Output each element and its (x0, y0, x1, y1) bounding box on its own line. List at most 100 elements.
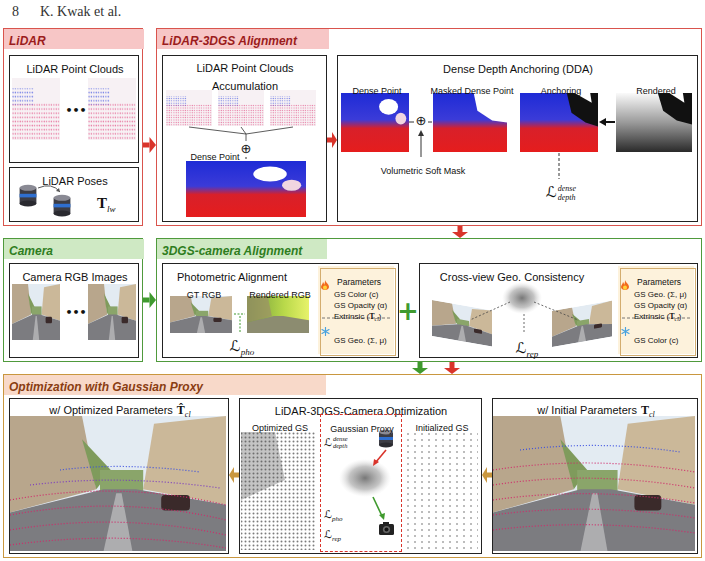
label-text: Extrinsic ( (634, 312, 669, 321)
label-text: Parameters (337, 277, 381, 287)
text-line: w/ Initial ParametersTcl (537, 400, 654, 419)
lidar-scan-images (88, 78, 136, 140)
dda-images (341, 93, 692, 179)
cross-view-illustration (534, 302, 578, 320)
flow-arrow (143, 137, 156, 153)
accumulation-images (241, 127, 246, 134)
dda-images (341, 93, 409, 152)
result-images (10, 416, 695, 551)
label-text: GS Opacity (α) (334, 301, 387, 310)
flow-arrow (327, 132, 337, 148)
text-line: Dense Point (190, 146, 239, 164)
label-text: LiDAR-3DGS Alignment (162, 34, 297, 48)
parameter-panels (318, 266, 694, 354)
lidar-pose-icons (20, 185, 71, 217)
label-text: GS Color (c) (634, 336, 678, 345)
flow-arrow (412, 362, 428, 374)
label-text: w/ Optimized Parameters (49, 404, 172, 416)
panel: CameraCamera RGB Images••• (3, 238, 143, 362)
result-images (10, 416, 226, 551)
text-line: Cross-view Geo. Consistency (440, 267, 584, 285)
cross-view-illustration (432, 282, 612, 347)
flow-arrow (444, 362, 460, 374)
running-header: K. Kwak et al. (40, 4, 121, 20)
label-text: ℒ (230, 337, 241, 355)
text-line: Optimized GS (252, 417, 308, 435)
camera-images (12, 284, 136, 340)
label-text: ••• (65, 104, 86, 117)
text-line: GS Geo. (Σ, μ) (334, 329, 387, 347)
label-text: Rendered RGB (249, 290, 311, 300)
parameter-box: ParametersGS Color (c)GS Opacity (α)Extr… (320, 268, 396, 356)
process-box: LiDAR Point Clouds AccumulationDense Poi… (162, 55, 327, 222)
label-text: ℒ (516, 339, 527, 357)
accumulation-images (166, 90, 212, 126)
text-line: Dense Point (352, 80, 401, 98)
arrow-head (482, 467, 487, 483)
parameter-panels (622, 327, 629, 335)
label-text: ℒ (546, 183, 557, 201)
text-line: 3DGS-camera Alignment (157, 239, 327, 259)
cross-view-illustration (502, 282, 542, 314)
lidar-pose-icons (54, 195, 71, 217)
text-line: Extrinsic (Tcl) (334, 305, 381, 323)
label-text: dense (558, 184, 576, 193)
cross-view-illustration (470, 302, 510, 320)
accumulation-images (246, 157, 247, 159)
label-text: T (369, 312, 374, 321)
image-box: LiDAR Point Clouds••• (9, 55, 139, 163)
accumulation-images (246, 134, 247, 141)
lidar-pose-icons (20, 185, 37, 207)
result-box: w/ Initial ParametersTcl (492, 398, 698, 554)
label-text: Optimized GS (252, 423, 308, 433)
label-text: LiDAR Point Clouds Accumulation (196, 62, 293, 92)
cross-view-illustration (432, 300, 492, 347)
label-text: Camera RGB Images (22, 271, 127, 283)
dda-images (605, 121, 615, 123)
text-line: LiDAR (4, 29, 144, 49)
result-images (493, 525, 695, 533)
result-images (10, 538, 226, 548)
result-images (493, 463, 695, 472)
text-line: GS Color (c) (334, 283, 378, 301)
label-text: Dense Depth Anchoring (DDA) (443, 63, 593, 75)
lidar-scan-images (12, 78, 136, 140)
label-text: cl (674, 316, 678, 322)
result-images (10, 506, 226, 520)
label-text: T (97, 195, 107, 211)
text-line: Rendered RGB (249, 284, 311, 302)
label-text: T̂ (177, 403, 185, 417)
label-text: Initialized GS (415, 423, 468, 433)
arrow-head (229, 467, 234, 483)
result-images (493, 509, 695, 518)
dda-images (599, 118, 606, 126)
label-text: Cross-view Geo. Consistency (440, 271, 584, 283)
label-text: Photometric Alignment (177, 271, 287, 283)
text-line: ℒrep (516, 339, 538, 359)
text-line: Gaussian Proxy (330, 418, 394, 436)
text-line: LiDAR-3DGS Alignment (157, 29, 329, 49)
result-images (60, 466, 200, 472)
result-images (10, 491, 226, 505)
label-text: T (669, 312, 674, 321)
label-text: cl (185, 410, 191, 419)
flow-arrow (482, 467, 492, 483)
camera-images (12, 284, 60, 340)
process-box: LiDAR-3DGS-Camera OptimizationOptimized … (239, 398, 482, 554)
accumulation-images (166, 90, 316, 217)
lidar-pose-icons (56, 188, 60, 192)
text-line: ℒdensedepth (546, 183, 576, 202)
flow-arrow (452, 226, 468, 238)
dda-images (616, 93, 692, 152)
process-box: Cross-view Geo. ConsistencyℒrepParameter… (419, 263, 698, 358)
label-text: Optimization with Gaussian Proxy (9, 380, 203, 394)
gaussian-proxy-illustration (379, 513, 385, 520)
sum-symbol: ⊕ (241, 141, 252, 156)
arrow-shaft (143, 298, 150, 303)
label-text: dense (333, 435, 348, 442)
parameter-panels (318, 266, 394, 354)
arrow-shaft (418, 362, 423, 368)
dda-images (520, 93, 598, 152)
arrow-shaft (327, 138, 332, 143)
